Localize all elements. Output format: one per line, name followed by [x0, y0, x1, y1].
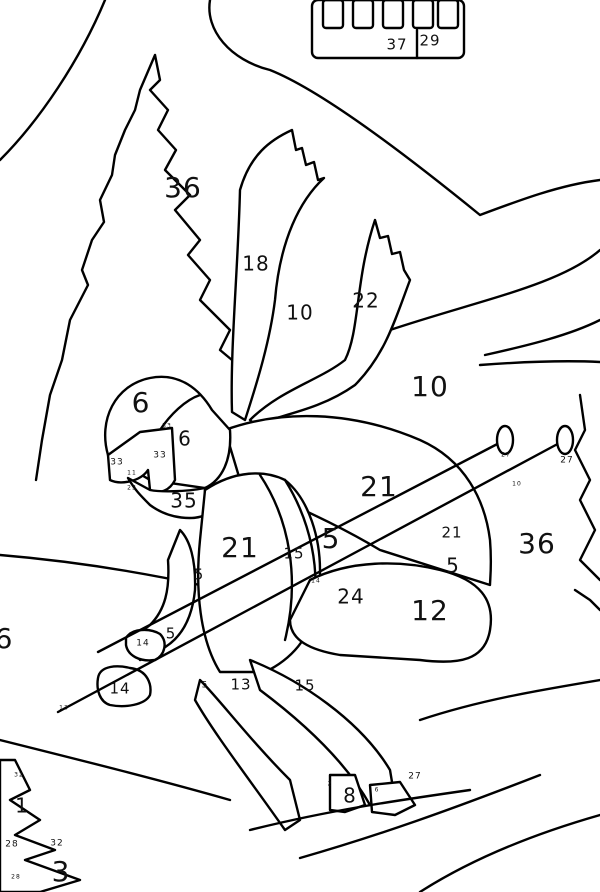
label-leg-5: 5 — [202, 681, 209, 691]
label-goggle-right: 33 — [153, 451, 166, 461]
label-tree-1: 1 — [15, 794, 29, 818]
glove — [96, 665, 152, 708]
pine-silhouette — [34, 53, 252, 482]
label-goggle-tiny-2: 11 — [127, 470, 137, 477]
label-scarf-gap: 10 — [286, 301, 313, 325]
label-left-edge: 6 — [0, 622, 13, 655]
label-back-small: 21 — [441, 524, 462, 542]
label-leg-15: 15 — [294, 677, 315, 695]
snow-line-1 — [418, 813, 600, 892]
label-gondola-37: 37 — [386, 36, 407, 54]
tree-bottom-left — [0, 758, 82, 892]
label-pole-10: 10 — [512, 481, 522, 488]
label-neck: 35 — [170, 489, 197, 513]
label-helmet-right: 6 — [178, 427, 192, 451]
gondola-cabin — [310, 0, 466, 60]
label-boot: 8 — [343, 784, 357, 808]
jacket-back — [223, 414, 493, 587]
label-thigh: 24 — [337, 585, 364, 609]
label-helmet: 6 — [132, 386, 151, 419]
mountain-main-outline — [208, 0, 600, 217]
arm — [128, 528, 197, 662]
snow-line-3 — [418, 678, 600, 722]
label-jacket-stripe: 15 — [283, 545, 304, 563]
label-gondola-29: 29 — [419, 32, 440, 50]
label-leg-13: 13 — [230, 676, 251, 694]
pole-basket-lower — [555, 424, 575, 456]
label-tree-32: 32 — [14, 772, 24, 779]
label-sky-mountain: 36 — [164, 171, 202, 204]
label-pole-tip-lower: 27 — [560, 456, 573, 466]
label-scarf-left: 18 — [242, 252, 269, 276]
label-slope-right: 36 — [518, 527, 556, 560]
label-slope-mid: 10 — [411, 370, 449, 403]
label-glove-lower: 14 — [109, 680, 130, 698]
label-wrist: 5 — [166, 625, 177, 643]
label-tree-32b: 32 — [50, 839, 63, 849]
slope-line-right — [483, 318, 600, 357]
label-seat: 12 — [411, 594, 449, 627]
boot-right — [368, 780, 417, 817]
label-goggle-left: 33 — [110, 458, 123, 468]
pole-upper — [96, 438, 507, 654]
mountain-left-outline — [0, 0, 107, 162]
label-pole-small: 14 — [311, 578, 321, 585]
label-tree-28b: 28 — [11, 874, 21, 881]
snow-line-2 — [0, 738, 232, 802]
number-labels: 36 18 10 22 10 6 6 33 33 33 11 23 35 21 … — [0, 32, 573, 889]
mountain-right-ridge — [388, 248, 600, 332]
leg-left — [193, 678, 302, 832]
label-back: 21 — [360, 470, 398, 503]
label-pole-tip-upper: 27 — [501, 452, 511, 459]
label-arm: 5 — [194, 566, 205, 584]
pants-thigh — [288, 562, 493, 663]
label-chin: 23 — [127, 485, 137, 492]
ski-left — [248, 788, 472, 832]
label-tree-3: 3 — [52, 855, 71, 888]
pole-basket-upper — [495, 424, 515, 456]
label-scarf-right: 22 — [352, 289, 379, 313]
helmet-stripe — [158, 393, 202, 432]
label-goggle-tiny: 33 — [162, 423, 172, 430]
ski-right — [298, 773, 542, 860]
label-glove-upper: 14 — [136, 639, 149, 649]
scarf-left — [230, 128, 326, 422]
label-jacket-stripe-2: 5 — [322, 522, 341, 555]
pole-lower — [56, 438, 567, 714]
label-ski-2: 2 — [328, 781, 333, 788]
label-ski-27: 27 — [408, 772, 421, 782]
label-jacket-left: 21 — [221, 531, 259, 564]
label-pole-tip-left: 13 — [59, 705, 69, 712]
label-hip: 5 — [446, 554, 460, 578]
scarf-right — [248, 218, 412, 427]
tree-right — [573, 393, 600, 612]
face-mask — [126, 476, 207, 520]
label-tree-28: 28 — [5, 840, 18, 850]
label-ski-6: 6 — [375, 787, 380, 794]
slope-line-right-2 — [478, 359, 600, 367]
